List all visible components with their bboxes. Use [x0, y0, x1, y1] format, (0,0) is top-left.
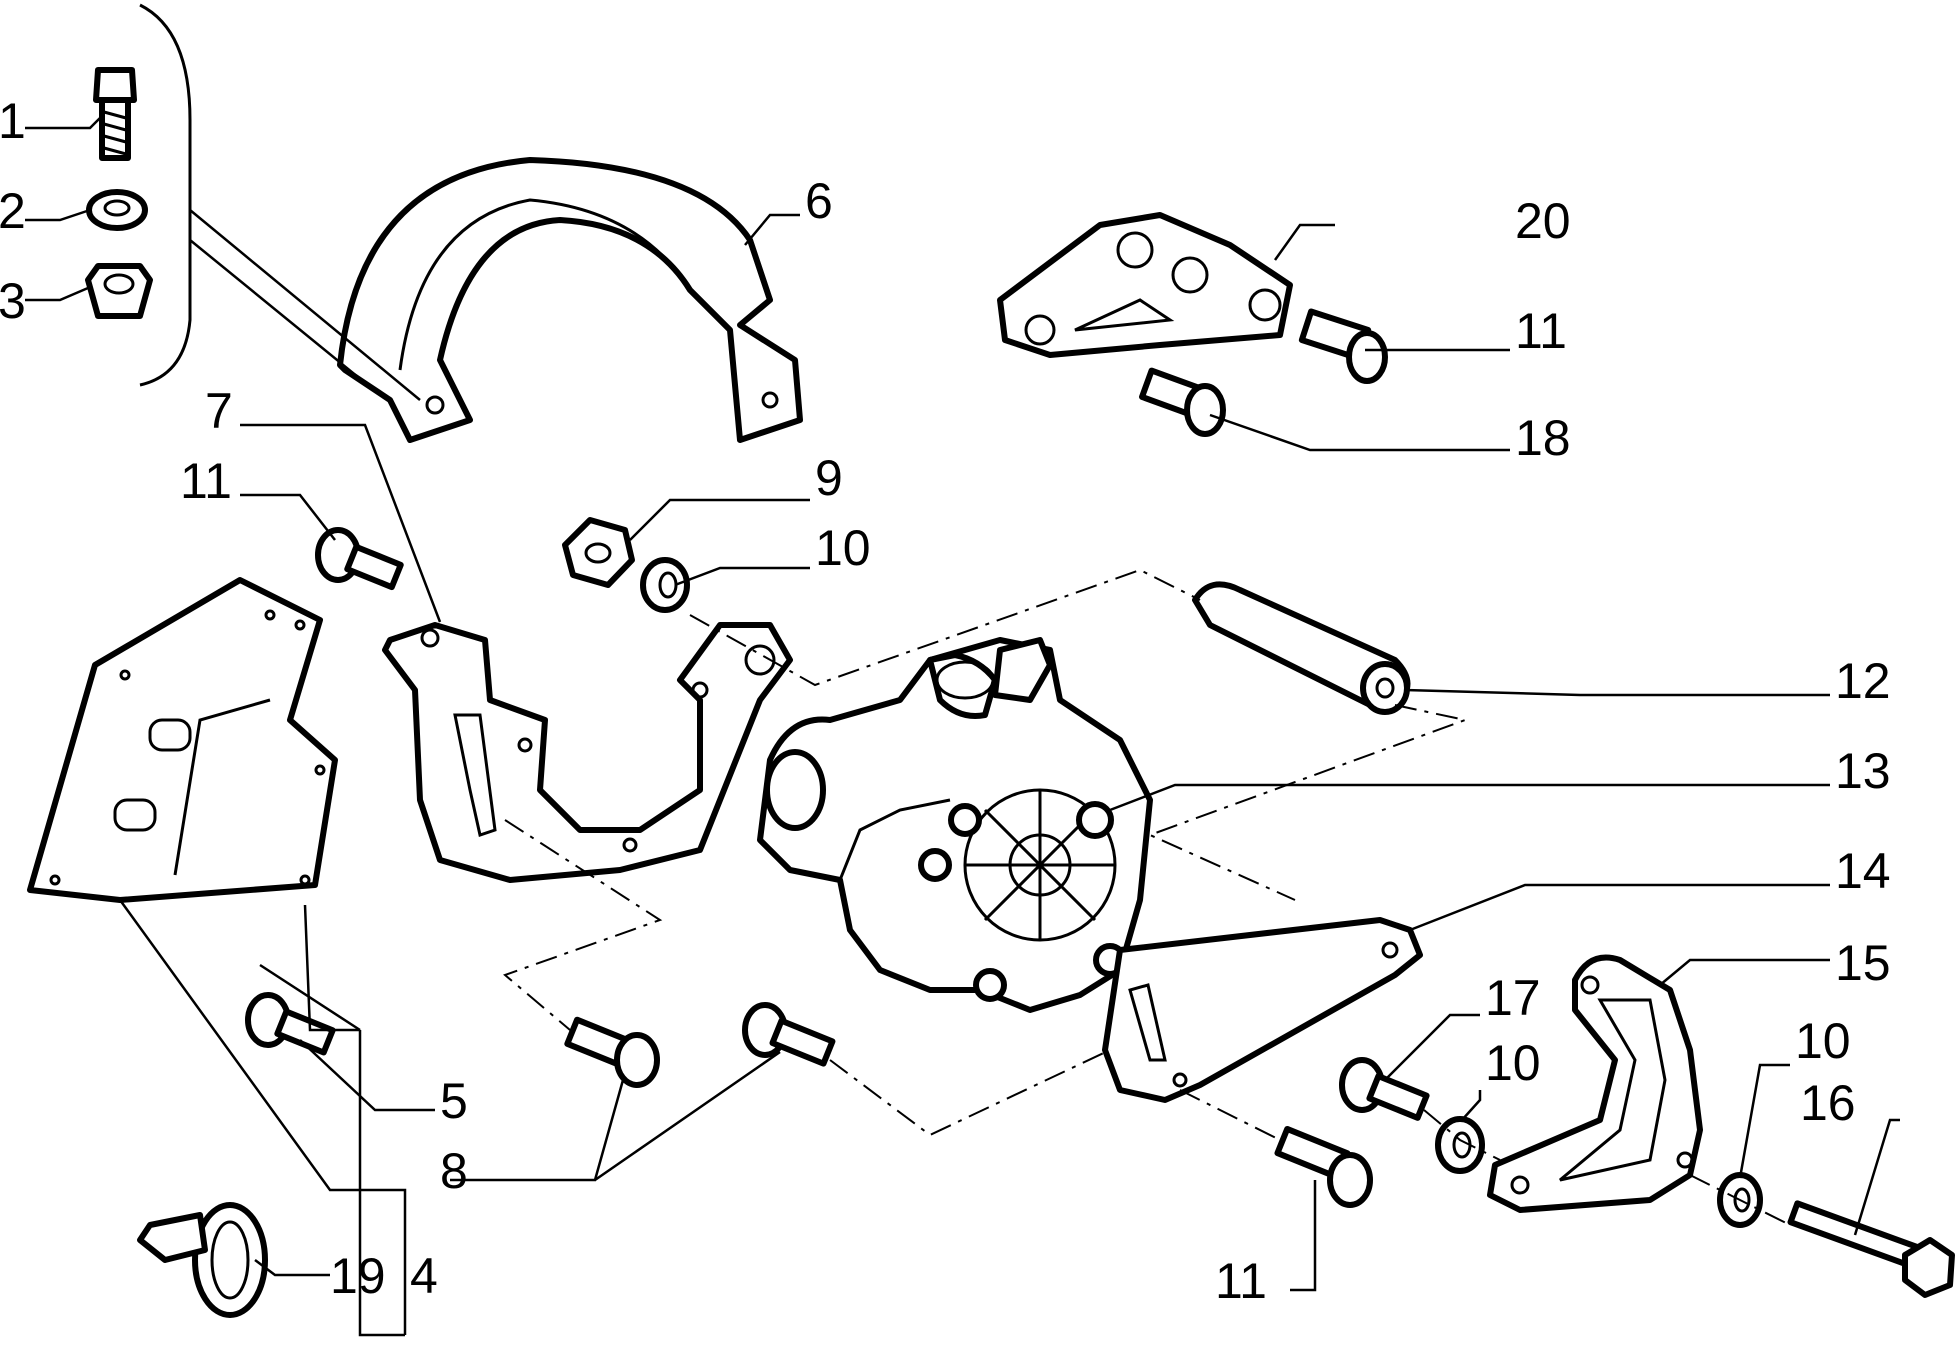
bolt-1: [93, 67, 137, 161]
plate-4: [27, 577, 338, 903]
callout-10-right: 10: [1795, 1013, 1851, 1069]
callout-12: 12: [1835, 653, 1891, 709]
bracket-15: [1487, 954, 1703, 1213]
assembly-line: [689, 568, 1201, 687]
callout-18: 18: [1515, 410, 1571, 466]
assembly-line: [1147, 704, 1469, 901]
group-bracket: [139, 3, 192, 387]
washer-10-mid: [1435, 1116, 1485, 1174]
callout-10-mid: 10: [1485, 1035, 1541, 1091]
assembly-line: [1423, 1109, 1501, 1161]
callout-11-top: 11: [1515, 303, 1567, 359]
assembly-line: [1179, 1089, 1281, 1141]
callout-9: 9: [815, 450, 843, 506]
power-steering-pump-13: [757, 637, 1153, 1013]
assembly-line: [503, 819, 663, 1031]
callout-1: 1: [0, 93, 26, 149]
leader-lines: [25, 117, 1900, 1337]
callout-4: 4: [410, 1248, 438, 1304]
bolt-8-left: [564, 1016, 660, 1088]
hose-clamp-19: [137, 1202, 268, 1318]
bracket-plate-20: [997, 212, 1293, 358]
bracket-7: [382, 622, 793, 883]
callout-2: 2: [0, 183, 26, 239]
bolt-8-right: [742, 1002, 836, 1067]
callout-7: 7: [205, 383, 233, 439]
bolt-16: [1787, 1200, 1955, 1298]
callout-8: 8: [440, 1143, 468, 1199]
nut-9: [562, 517, 635, 588]
callout-16: 16: [1800, 1075, 1856, 1131]
callout-15: 15: [1835, 935, 1891, 991]
washer-10-top: [640, 557, 690, 613]
bolt-17: [1339, 1057, 1430, 1121]
callout-17: 17: [1485, 970, 1541, 1026]
nut-3: [85, 263, 153, 319]
callout-11-left: 11: [180, 453, 232, 509]
bolt-11-left: [315, 527, 404, 591]
callout-5: 5: [440, 1073, 468, 1129]
spring-washer-2: [86, 189, 148, 231]
bolt-11-bottom: [1274, 1125, 1373, 1208]
pin-12: [1192, 581, 1411, 715]
assembly-line: [829, 1049, 1111, 1137]
callout-20: 20: [1515, 193, 1571, 249]
bolt-18: [1139, 367, 1226, 437]
callout-6: 6: [805, 173, 833, 229]
callout-10-top: 10: [815, 520, 871, 576]
callout-3: 3: [0, 273, 26, 329]
callout-13: 13: [1835, 743, 1891, 799]
callout-14: 14: [1835, 843, 1891, 899]
callout-11-bottom: 11: [1215, 1253, 1267, 1309]
strap-14: [1102, 917, 1423, 1103]
assembly-line: [1689, 1174, 1791, 1226]
shield-6: [337, 157, 803, 443]
callout-19: 19: [330, 1248, 386, 1304]
bolt-11-top: [1298, 308, 1388, 384]
